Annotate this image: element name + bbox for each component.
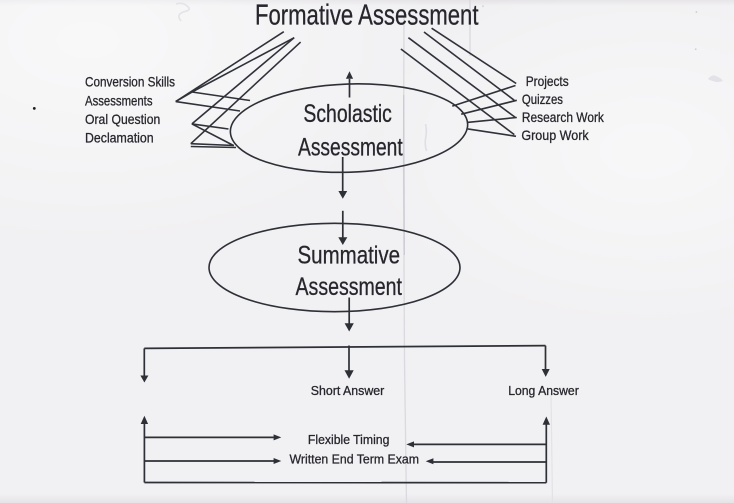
svg-text:Long Answer: Long Answer — [508, 383, 579, 398]
svg-text:Declamation: Declamation — [85, 130, 154, 146]
svg-text:Flexible Timing: Flexible Timing — [308, 432, 390, 447]
svg-text:Research Work: Research Work — [522, 109, 605, 125]
svg-text:Quizzes: Quizzes — [522, 91, 563, 107]
svg-text:Written End Term Exam: Written End Term Exam — [290, 451, 420, 466]
svg-text:Scholastic: Scholastic — [303, 100, 392, 128]
svg-text:Assessment: Assessment — [298, 134, 403, 162]
svg-text:Formative Assessment: Formative Assessment — [255, 0, 479, 31]
svg-text:Assessments: Assessments — [85, 93, 153, 109]
svg-text:Short Answer: Short Answer — [311, 383, 385, 398]
svg-text:Conversion Skills: Conversion Skills — [85, 73, 175, 89]
svg-text:Projects: Projects — [526, 73, 569, 89]
svg-text:Summative: Summative — [298, 242, 401, 270]
svg-text:Oral Question: Oral Question — [85, 111, 160, 127]
svg-text:Assessment: Assessment — [296, 273, 403, 301]
svg-text:Group Work: Group Work — [521, 127, 589, 143]
